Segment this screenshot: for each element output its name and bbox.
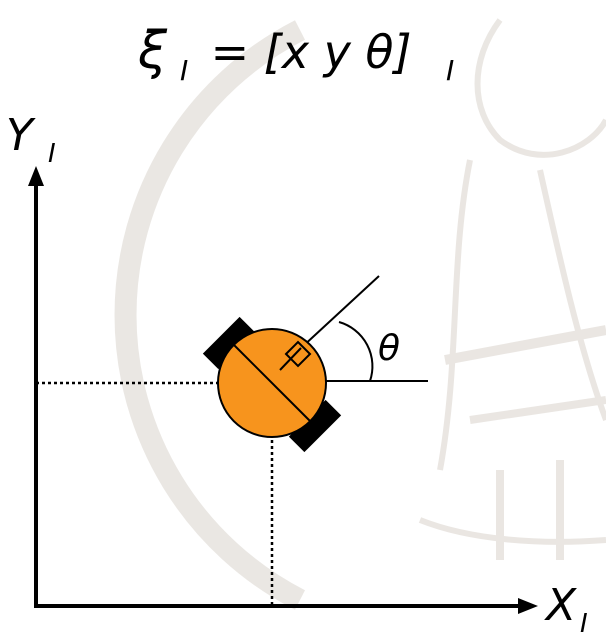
y-axis-arrowhead [28, 166, 44, 186]
x-axis-label: X [544, 580, 577, 631]
equation-body: = [x y θ] [196, 25, 412, 79]
y-axis-label: Y [6, 110, 36, 161]
watermark-seal [114, 18, 606, 610]
y-axis-subscript: I [48, 139, 56, 169]
robot [202, 316, 342, 453]
equation-xi: ξ [137, 21, 168, 81]
equation-subscript-2: I [446, 54, 454, 87]
equation-subscript-1: I [180, 54, 188, 87]
x-axis-subscript: I [580, 609, 588, 634]
angle-arc [338, 321, 374, 382]
angle-label: θ [378, 328, 400, 369]
right-angle-marker [284, 340, 312, 368]
wheel-axle-line [232, 343, 312, 423]
left-wheel [202, 316, 256, 370]
heading-line [300, 275, 380, 349]
x-axis-arrowhead [518, 598, 538, 614]
right-wheel [288, 399, 342, 453]
